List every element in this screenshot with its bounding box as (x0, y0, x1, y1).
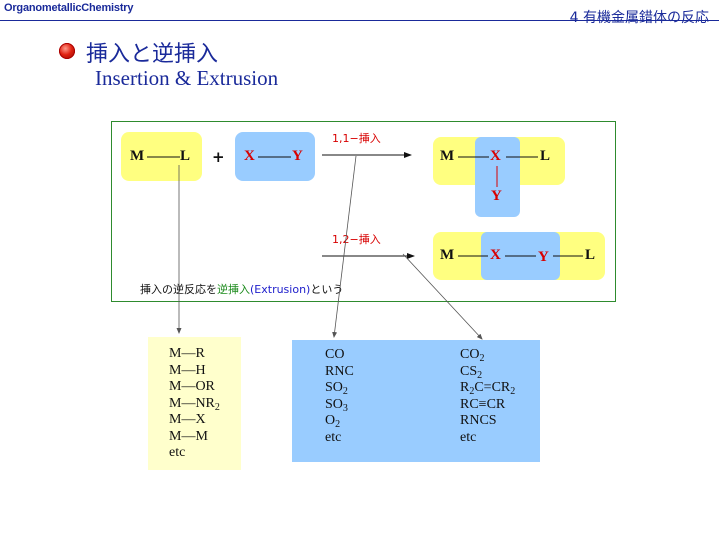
arrow-label-12: 1,2−挿入 (332, 233, 381, 246)
atom-x: X (244, 148, 255, 164)
slide-subtitle: Insertion & Extrusion (95, 66, 279, 90)
pointer-xy-examples (332, 155, 357, 338)
list-item: CS2 (460, 363, 483, 381)
list-item: M—H (169, 362, 206, 378)
course-title: OrganometallicChemistry (4, 2, 134, 14)
ml-examples-box (148, 337, 241, 470)
note-text: 挿入の逆反応を (140, 283, 217, 296)
atom-y: Y (292, 148, 303, 164)
plus-sign: + (212, 148, 225, 166)
atom-m: M (440, 148, 455, 164)
atom-l: L (180, 148, 191, 164)
list-item: RNCS (460, 413, 497, 428)
list-item: etc (169, 445, 186, 460)
note-paren: (Extrusion) (250, 283, 311, 296)
list-item: RNC (325, 363, 354, 379)
extrusion-note: 挿入の逆反応を逆挿入(Extrusion)という (140, 281, 343, 297)
atom-y: Y (491, 188, 502, 204)
list-item: M—X (169, 412, 206, 427)
list-item: etc (325, 429, 342, 445)
atom-l: L (585, 247, 596, 263)
atom-y: Y (538, 249, 549, 265)
list-item: M—M (169, 428, 208, 444)
atom-m: M (130, 148, 145, 164)
list-item: CO (325, 347, 345, 362)
list-item: RC≡CR (460, 396, 506, 412)
list-item: CO2 (460, 347, 485, 364)
pointer-xy-examples (402, 253, 483, 340)
xy-examples-box (292, 340, 540, 462)
list-item: M—NR2 (169, 395, 220, 413)
atom-m: M (440, 247, 455, 263)
list-item: etc (460, 429, 477, 445)
list-item: SO2 (325, 380, 348, 397)
atom-l: L (540, 148, 551, 164)
reaction-panel (111, 121, 616, 302)
list-item: R2C=CR2 (460, 380, 516, 397)
xy-examples-col1: CO RNC SO2 SO3 O2 etc (325, 347, 354, 446)
list-item: M—OR (169, 379, 215, 394)
list-item: SO3 (325, 396, 348, 414)
note-term: 逆挿入 (217, 283, 250, 296)
red-sphere-bullet-icon (59, 43, 75, 59)
note-text: という (310, 283, 344, 296)
list-item: M—R (169, 346, 205, 361)
atom-x: X (490, 247, 501, 263)
list-item: O2 (325, 413, 341, 430)
atom-x: X (490, 148, 501, 164)
arrow-label-11: 1,1−挿入 (332, 132, 381, 145)
header-divider (0, 20, 719, 21)
slide-title: 挿入と逆挿入 (86, 42, 219, 67)
ml-examples-list: M—R M—H M—OR M—NR2 M—X M—M etc (169, 346, 220, 462)
chapter-title: 4 有機金属錯体の反応 (569, 10, 709, 26)
xy-examples-col2: CO2 CS2 R2C=CR2 RC≡CR RNCS etc (460, 347, 515, 446)
